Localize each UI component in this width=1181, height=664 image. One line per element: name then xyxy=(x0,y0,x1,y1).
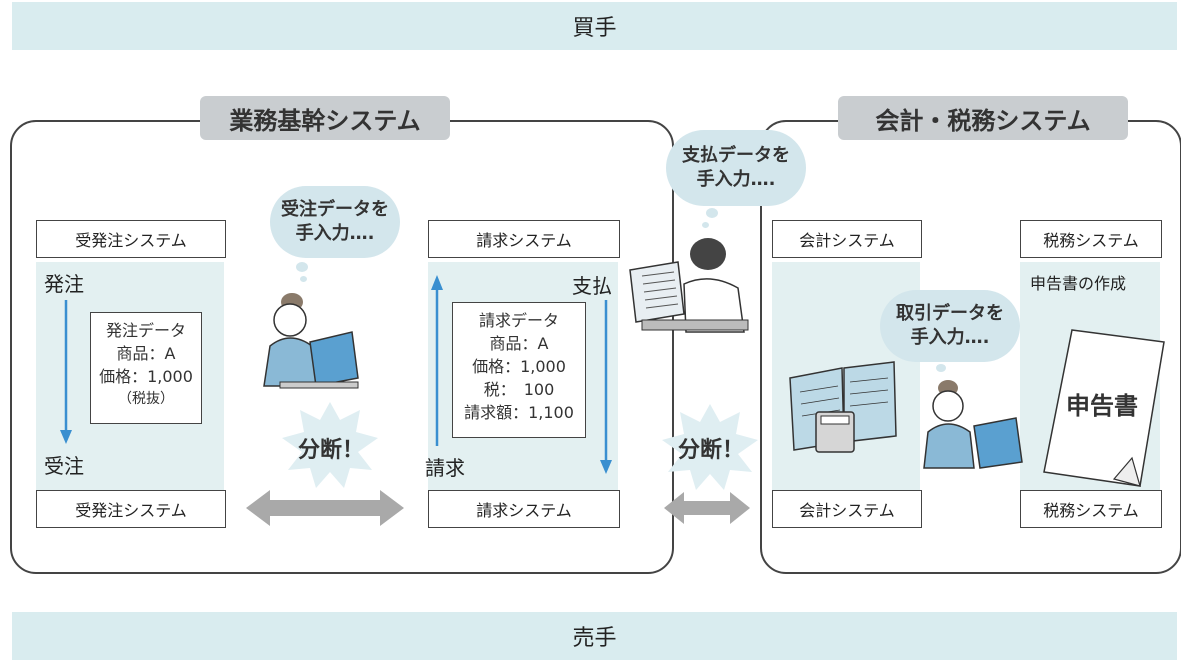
invoice-data-item: 商品：A xyxy=(489,334,549,353)
tax-system-box-bottom: 税務システム xyxy=(1020,490,1162,528)
bubble-dot xyxy=(706,208,718,218)
ledger-calculator-illustration xyxy=(789,361,897,453)
thought-bubble-payment: 支払データを 手入力…. xyxy=(666,130,806,206)
accounting-system-box-top: 会計システム xyxy=(772,220,922,258)
person-typing-right-illustration xyxy=(923,380,1023,469)
bubble-dot xyxy=(296,262,308,272)
order-system-box-bottom: 受発注システム xyxy=(36,490,226,528)
invoice-data-price: 価格：1,000 xyxy=(472,357,566,376)
order-data-title: 発注データ xyxy=(105,321,186,340)
receive-label: 受注 xyxy=(44,454,84,478)
person-at-laptop-illustration xyxy=(629,238,749,333)
disconnect-arrow-middle xyxy=(664,492,750,524)
order-data-note: （税抜） xyxy=(118,391,174,407)
break-burst-left xyxy=(282,402,378,488)
break-label-middle: 分断！ xyxy=(678,438,745,463)
pay-label: 支払 xyxy=(572,274,612,298)
billing-system-box-bottom: 請求システム xyxy=(428,490,620,528)
order-data-box: 発注データ 商品：A 価格：1,000 （税抜） xyxy=(90,312,202,424)
tax-return-document-label: 申告書 xyxy=(1066,392,1138,420)
seller-label: 売手 xyxy=(572,626,617,651)
order-label: 発注 xyxy=(44,272,84,296)
core-system-title: 業務基幹システム xyxy=(200,96,450,140)
invoice-data-total: 請求額：1,100 xyxy=(464,403,574,422)
tax-return-document-icon xyxy=(1043,329,1165,487)
billing-system-box-top: 請求システム xyxy=(428,220,620,258)
tax-system-box-top: 税務システム xyxy=(1020,220,1162,258)
order-flow-arrow xyxy=(60,300,72,444)
accounting-tax-title: 会計・税務システム xyxy=(838,96,1128,140)
thought-bubble-transaction: 取引データを 手入力…. xyxy=(880,290,1020,362)
buyer-label: 買手 xyxy=(572,16,617,41)
accounting-system-box-bottom: 会計システム xyxy=(772,490,922,528)
tax-return-label: 申告書の作成 xyxy=(1030,274,1127,293)
order-data-item: 商品：A xyxy=(116,344,176,363)
person-typing-left-illustration xyxy=(263,293,359,389)
bill-label: 請求 xyxy=(425,456,465,480)
invoice-data-title: 請求データ xyxy=(478,311,559,330)
bubble-dot xyxy=(702,222,709,228)
break-burst-middle xyxy=(662,404,758,490)
disconnect-arrow-left xyxy=(246,490,404,526)
bubble-dot xyxy=(300,276,307,282)
order-data-price: 価格：1,000 xyxy=(99,367,193,386)
bill-flow-arrow xyxy=(431,275,443,446)
invoice-data-box: 請求データ 商品：A 価格：1,000 税： 100 請求額：1,100 xyxy=(452,302,586,438)
buyer-band: 買手 xyxy=(12,2,1177,50)
thought-bubble-order: 受注データを 手入力…. xyxy=(270,186,400,258)
seller-band: 売手 xyxy=(12,612,1177,660)
order-system-box-top: 受発注システム xyxy=(36,220,226,258)
break-label-left: 分断！ xyxy=(298,438,365,463)
pay-flow-arrow xyxy=(600,300,612,474)
bubble-dot xyxy=(936,364,946,372)
invoice-data-tax: 税： 100 xyxy=(483,380,555,399)
